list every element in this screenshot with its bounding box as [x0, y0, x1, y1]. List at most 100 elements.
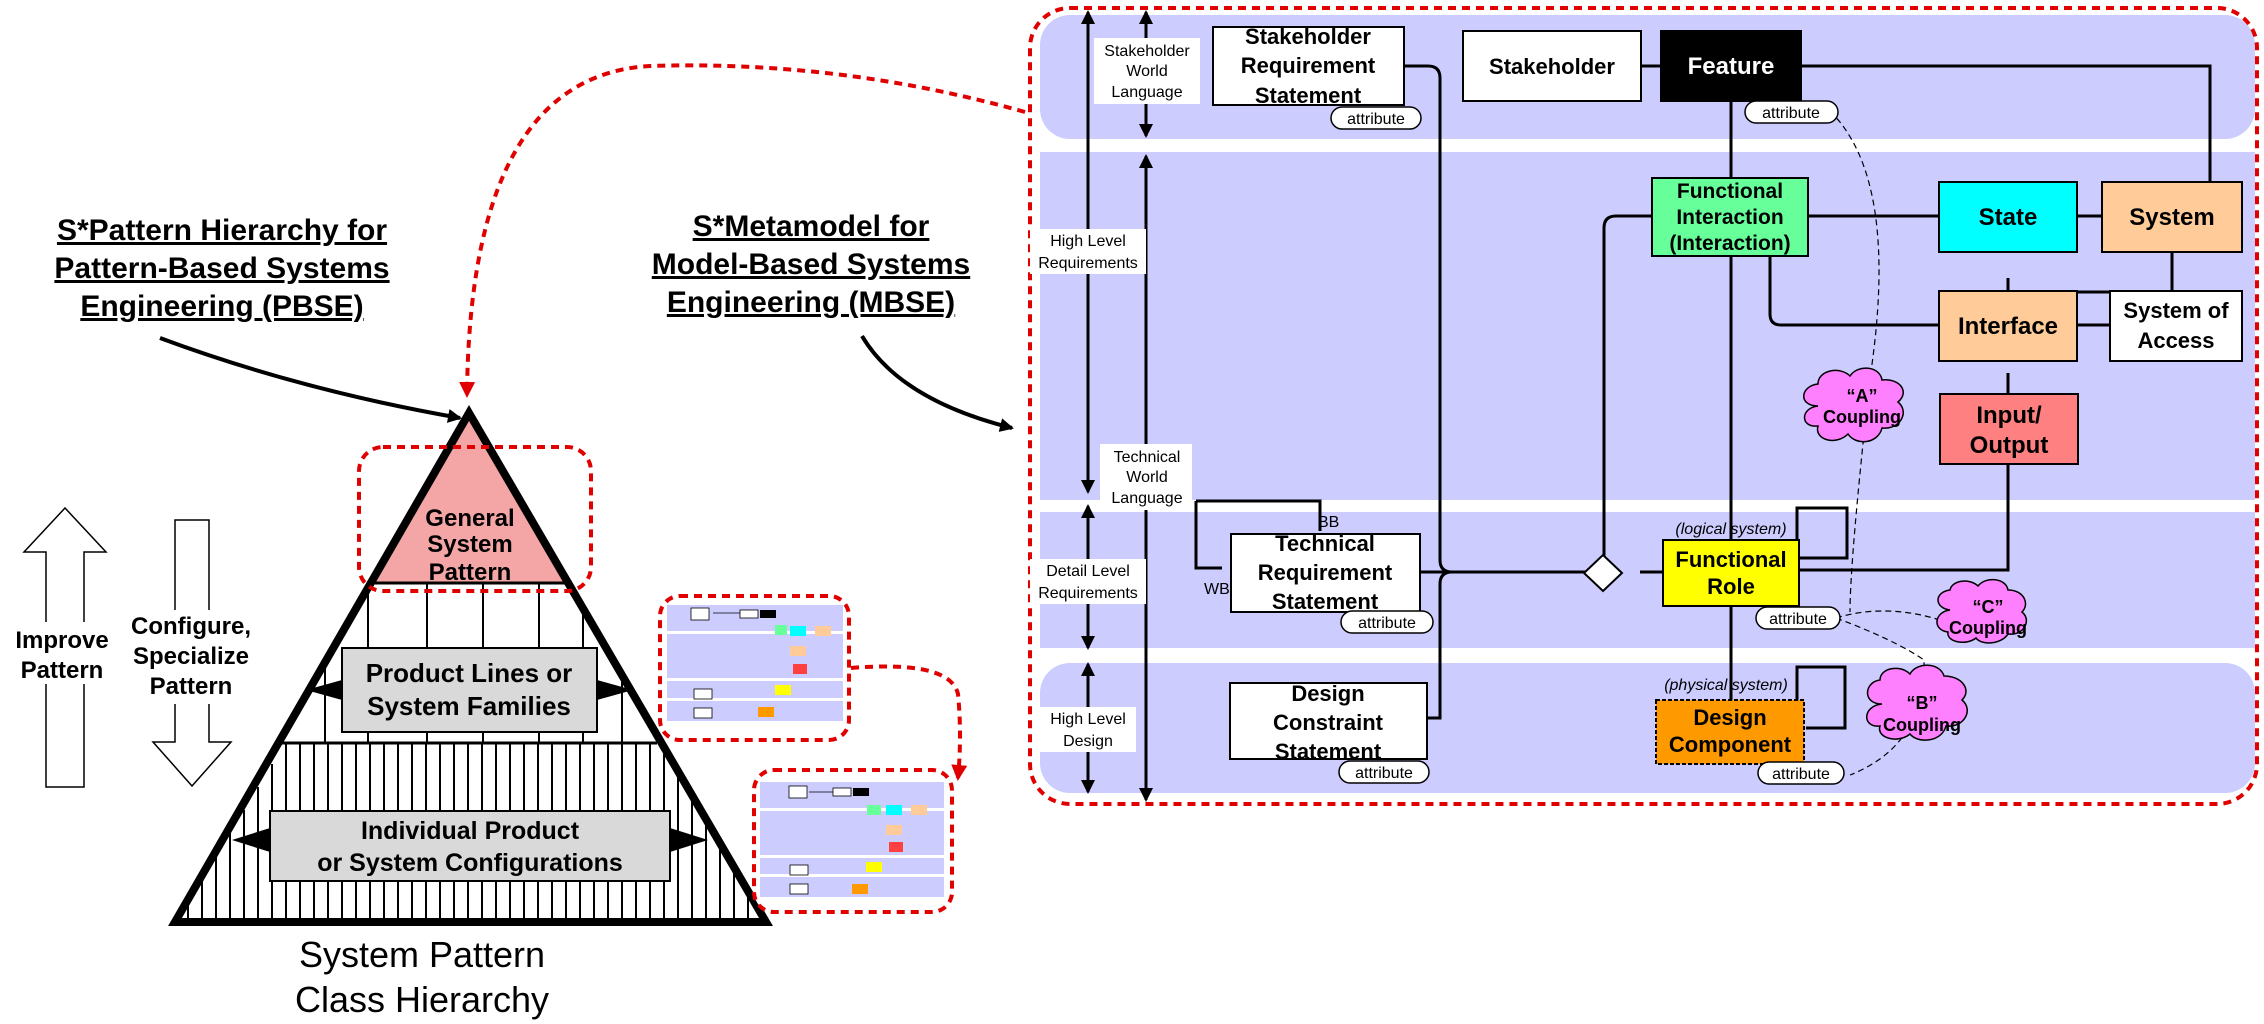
pbse-heading-line1: S*Pattern Hierarchy for: [57, 214, 387, 247]
design-constraint-line3: Statement: [1275, 739, 1382, 764]
coupling-c-cloud: “C” Coupling: [1936, 578, 2028, 644]
technical-requirement-line2: Requirement: [1258, 560, 1393, 585]
mbse-heading-line2: Model-Based Systems: [652, 248, 970, 281]
attribute-pill-feature: attribute: [1762, 105, 1820, 122]
functional-role-line1: Functional: [1675, 547, 1786, 572]
attribute-pill-technical-requirement: attribute: [1358, 615, 1416, 632]
interface-label: Interface: [1958, 313, 2058, 340]
technical-requirement-line3: Statement: [1272, 589, 1379, 614]
node-design-component: Design Component: [1655, 699, 1805, 765]
tier-bottom-line2: or System Configurations: [317, 849, 623, 877]
stakeholder-requirement-line3: Statement: [1255, 83, 1362, 108]
system-label: System: [2129, 204, 2214, 231]
node-functional-interaction: Functional Interaction (Interaction): [1651, 177, 1809, 257]
design-constraint-line1: Design: [1291, 681, 1364, 706]
node-design-constraint: Design Constraint Statement: [1229, 681, 1428, 764]
design-constraint-line2: Constraint: [1273, 710, 1384, 735]
band-detail-level-requirements: [1040, 512, 2255, 648]
band-label-hlr-1: High Level: [1050, 233, 1126, 250]
tier-middle-line1: Product Lines or: [366, 658, 573, 688]
configure-text: Configure,: [131, 613, 251, 640]
node-feature: Feature: [1660, 30, 1802, 102]
node-technical-requirement: Technical Requirement Statement: [1230, 531, 1421, 614]
system-of-access-line2: Access: [2137, 328, 2214, 353]
thumbnail-link-arrow: [850, 664, 968, 781]
band-label-hlr-2: Requirements: [1038, 255, 1138, 272]
tier-bottom-box: Individual Product or System Configurati…: [232, 810, 708, 882]
attribute-pill-design-constraint: attribute: [1355, 765, 1413, 782]
tier-top-line2: System: [427, 531, 512, 558]
coupling-a-cloud: “A” Coupling: [1803, 367, 1904, 443]
wb-label: WB: [1204, 581, 1230, 598]
node-stakeholder-requirement: Stakeholder Requirement Statement: [1212, 24, 1405, 108]
tier-middle-box: Product Lines or System Families: [306, 647, 633, 733]
improve-label: Improve Pattern: [10, 622, 114, 684]
coupling-a-line2: Coupling: [1823, 407, 1901, 427]
configure-label: Configure, Specialize Pattern: [126, 610, 258, 704]
configure-pattern-text: Pattern: [150, 673, 233, 700]
caption-line1: System Pattern: [299, 934, 545, 975]
improve-pattern-text: Pattern: [21, 657, 104, 684]
node-system: System: [2101, 181, 2243, 253]
attribute-pill-design-component: attribute: [1772, 766, 1830, 783]
node-state: State: [1938, 181, 2078, 253]
pyramid-caption: System Pattern Class Hierarchy: [295, 934, 549, 1020]
coupling-a-line1: “A”: [1847, 386, 1878, 406]
band-label-stakeholder-3: Language: [1111, 84, 1182, 101]
thumbnail-2: [752, 768, 954, 914]
stakeholder-requirement-line1: Stakeholder: [1245, 24, 1371, 49]
functional-interaction-line2: Interaction: [1676, 206, 1783, 229]
specialize-text: Specialize: [133, 643, 249, 670]
coupling-b-line2: Coupling: [1883, 715, 1961, 735]
band-label-technical-3: Language: [1111, 490, 1182, 507]
coupling-c-line1: “C”: [1973, 597, 2004, 617]
tier-top-line1: General: [425, 505, 514, 532]
technical-requirement-line1: Technical: [1275, 531, 1375, 556]
band-labels: Stakeholder World Language High Level Re…: [1030, 38, 1200, 752]
coupling-b-line1: “B”: [1907, 693, 1938, 713]
band-label-technical-1: Technical: [1114, 449, 1181, 466]
functional-interaction-line1: Functional: [1677, 180, 1783, 203]
physical-system-label: (physical system): [1664, 677, 1788, 694]
tier-top-label: General System Pattern: [425, 505, 514, 586]
band-label-dlr-2: Requirements: [1038, 585, 1138, 602]
tier-middle-line2: System Families: [367, 691, 571, 721]
stakeholder-label: Stakeholder: [1489, 54, 1615, 79]
pyramid-top-fill: [372, 413, 566, 583]
tier-top-line3: Pattern: [429, 559, 512, 586]
band-label-dlr-1: Detail Level: [1046, 563, 1130, 580]
misc-labels: BB WB (logical system) (physical system): [1204, 514, 1788, 694]
node-input-output: Input/ Output: [1939, 393, 2079, 465]
bb-label: BB: [1318, 514, 1339, 531]
pyramid-outline: [168, 405, 773, 926]
logical-system-label: (logical system): [1675, 521, 1786, 538]
metamodel-highlight: [1028, 6, 2259, 806]
mbse-heading-line3: Engineering (MBSE): [667, 286, 955, 319]
design-component-line2: Component: [1669, 732, 1792, 757]
input-output-line1: Input/: [1976, 402, 2042, 429]
band-label-stakeholder-1: Stakeholder: [1104, 43, 1190, 60]
functional-role-line2: Role: [1707, 574, 1755, 599]
band-high-level-design: [1040, 663, 2255, 793]
system-of-access-line1: System of: [2123, 298, 2229, 323]
node-stakeholder: Stakeholder: [1462, 30, 1642, 102]
caption-line2: Class Hierarchy: [295, 979, 549, 1020]
band-label-stakeholder-2: World: [1126, 63, 1168, 80]
band-label-technical-2: World: [1126, 469, 1168, 486]
pbse-heading: S*Pattern Hierarchy for Pattern-Based Sy…: [54, 214, 389, 323]
input-output-line2: Output: [1970, 432, 2049, 459]
stakeholder-requirement-line2: Requirement: [1241, 53, 1376, 78]
general-pattern-highlight: [357, 445, 593, 593]
band-label-hld-1: High Level: [1050, 711, 1126, 728]
node-interface: Interface: [1938, 290, 2078, 362]
functional-interaction-line3: (Interaction): [1669, 232, 1790, 255]
attribute-pills: attribute attribute attribute attribute …: [1330, 100, 1845, 785]
pbse-arrow: [159, 336, 462, 423]
pbse-heading-line2: Pattern-Based Systems: [54, 252, 389, 285]
node-system-of-access: System of Access: [2109, 290, 2243, 362]
tier-bottom-line1: Individual Product: [361, 817, 580, 845]
attribute-pill-functional-role: attribute: [1769, 611, 1827, 628]
band-label-hld-2: Design: [1063, 733, 1113, 750]
mbse-heading-line1: S*Metamodel for: [693, 210, 930, 243]
